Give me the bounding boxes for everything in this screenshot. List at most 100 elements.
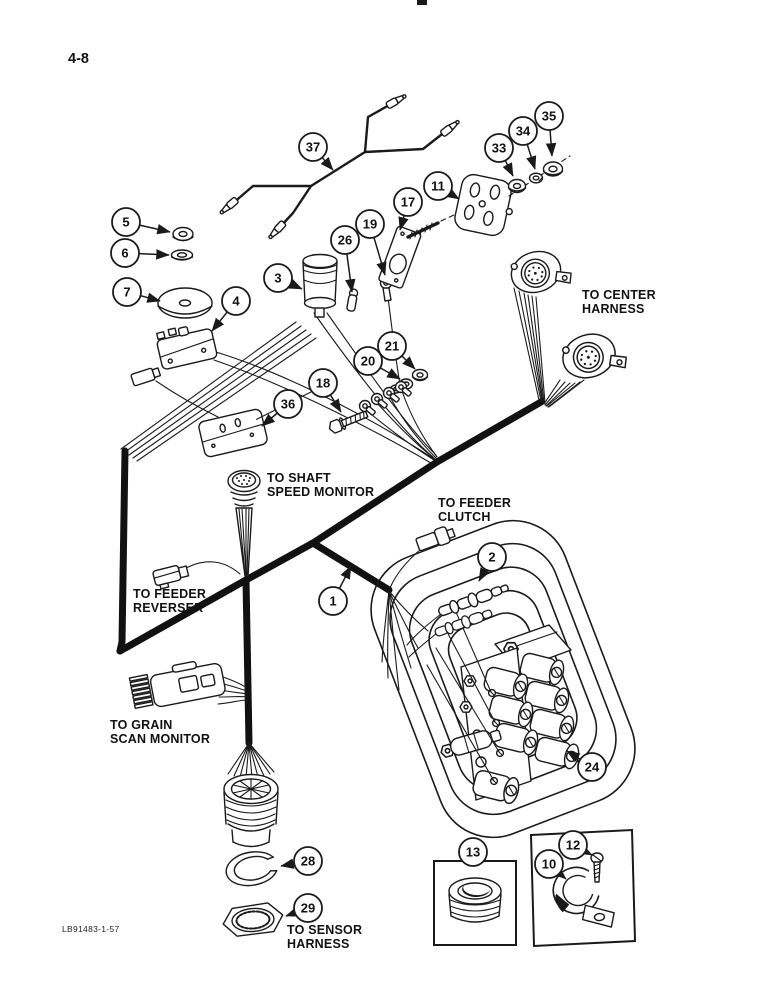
callout-circle-11 [423, 171, 453, 201]
callout-number-17: 17 [401, 195, 415, 210]
center-harness-connector-upper [505, 242, 575, 301]
page-number: 4-8 [68, 51, 89, 67]
label-to-feeder-clutch-2: CLUTCH [438, 510, 491, 524]
callout-6: 6 [110, 238, 170, 268]
callout-4: 4 [211, 286, 251, 332]
callout-number-1: 1 [329, 594, 336, 609]
center-harness-connector-lower [556, 324, 630, 387]
callout-circle-1 [318, 586, 348, 616]
sensor-connector [223, 773, 279, 848]
callout-arrow-29 [285, 906, 300, 917]
bullet-terminal-icon [439, 117, 462, 138]
callout-circle-35 [534, 101, 564, 131]
drawing-code: LB91483-1-57 [62, 924, 119, 934]
callout-36: 36 [261, 389, 303, 427]
callout-number-3: 3 [274, 271, 281, 286]
callout-circle-4 [221, 286, 251, 316]
callout-arrow-33 [502, 160, 514, 177]
switch-36 [198, 384, 326, 458]
hex-bolt-18 [328, 410, 369, 434]
callout-arrow-28 [280, 858, 295, 869]
rubber-boot-3 [302, 253, 338, 318]
callout-number-26: 26 [338, 233, 352, 248]
callout-21: 21 [377, 331, 416, 370]
washer-6 [170, 249, 194, 261]
callout-circle-3 [263, 263, 293, 293]
callout-number-37: 37 [306, 140, 320, 155]
callout-arrow-2 [478, 567, 490, 582]
label-to-shaft-speed-monitor-2: SPEED MONITOR [267, 485, 374, 499]
callout-arrow-36 [261, 412, 278, 427]
label-to-feeder-clutch: TO FEEDER [438, 496, 511, 510]
callout-number-7: 7 [123, 285, 130, 300]
callout-arrow-10 [552, 866, 567, 880]
callout-circle-10 [534, 849, 564, 879]
callout-arrow-3 [288, 278, 303, 290]
callout-2: 2 [477, 542, 507, 582]
callout-circle-18 [308, 368, 338, 398]
callout-circle-33 [484, 133, 514, 163]
callout-circle-19 [355, 209, 385, 239]
jumper-harness-37 [217, 91, 462, 242]
callout-circle-6 [110, 238, 140, 268]
label-to-grain-scan-monitor-2: SCAN MONITOR [110, 732, 210, 746]
callout-circle-12 [558, 830, 588, 860]
nut-35 [542, 161, 564, 177]
callout-number-20: 20 [361, 354, 375, 369]
valve-block-24 [438, 624, 582, 806]
callout-10: 10 [534, 849, 567, 880]
nut-21 [411, 368, 429, 382]
callout-17: 17 [393, 187, 423, 231]
callout-circle-20 [353, 346, 383, 376]
callout-number-28: 28 [301, 854, 315, 869]
callout-circle-34 [508, 116, 538, 146]
callout-28: 28 [280, 846, 323, 876]
callout-26: 26 [330, 225, 360, 293]
bullet-terminal-icon [384, 91, 409, 110]
callout-arrow-19 [373, 237, 387, 276]
label-to-feeder-reverser: TO FEEDER [133, 587, 206, 601]
callout-number-35: 35 [542, 109, 556, 124]
callout-circle-26 [330, 225, 360, 255]
label-to-sensor-harness-2: HARNESS [287, 937, 350, 951]
callout-arrow-17 [398, 215, 409, 231]
callout-arrow-12 [578, 844, 593, 856]
ring-terminal-cluster [358, 380, 413, 417]
callout-33: 33 [484, 133, 514, 177]
snap-ring-28 [225, 851, 278, 887]
main-harness-trunk [116, 398, 545, 747]
callout-12: 12 [558, 830, 593, 860]
callout-number-18: 18 [316, 376, 330, 391]
micro-switch-4 [156, 326, 218, 370]
callout-number-33: 33 [492, 141, 506, 156]
callout-arrow-34 [526, 144, 537, 170]
callout-18: 18 [308, 368, 342, 413]
inline-fitting [438, 729, 502, 759]
callout-arrow-6 [139, 249, 170, 260]
feeder-clutch-connector [415, 526, 456, 552]
callout-arrow-4 [211, 311, 228, 332]
hex-lock-ring-29 [222, 902, 284, 937]
nut-33 [507, 178, 527, 194]
callout-circle-17 [393, 187, 423, 217]
callout-3: 3 [263, 263, 303, 293]
wire-web [120, 287, 585, 779]
label-to-center-harness-2: HARNESS [582, 302, 645, 316]
callout-number-29: 29 [301, 901, 315, 916]
callout-34: 34 [508, 116, 538, 170]
callout-29: 29 [285, 893, 323, 923]
callout-arrow-24 [566, 750, 581, 763]
callout-circle-24 [577, 752, 607, 782]
bullet-terminal-icon [266, 219, 288, 242]
callout-arrow-7 [140, 292, 161, 303]
label-to-center-harness: TO CENTER [582, 288, 656, 302]
inline-connectors-2 [434, 584, 509, 637]
callout-37: 37 [298, 132, 334, 171]
cropped-title-mark [417, 0, 427, 5]
label-to-sensor-harness: TO SENSOR [287, 923, 362, 937]
callout-number-12: 12 [566, 838, 580, 853]
inset-box-grommet [433, 860, 517, 946]
label-to-shaft-speed-monitor: TO SHAFT [267, 471, 331, 485]
